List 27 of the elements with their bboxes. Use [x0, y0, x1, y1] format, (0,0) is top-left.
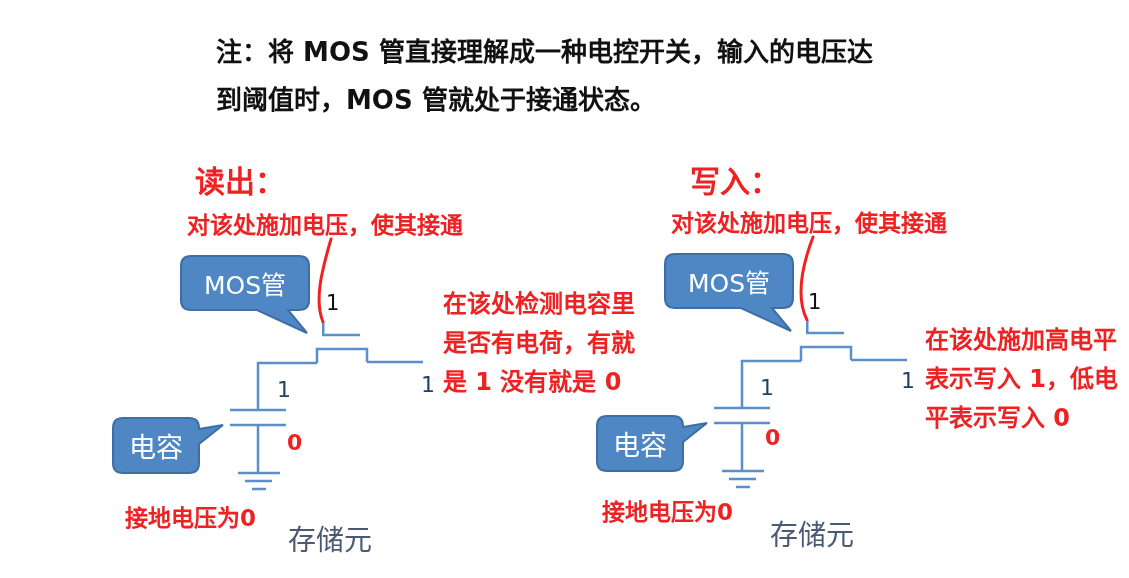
value-label: 0 [287, 430, 303, 456]
value-label: 1 [901, 368, 915, 394]
annotation-text: 在该处施加高电平表示写入 1，低电平表示写入 0 [925, 325, 1120, 434]
section-heading: 读出： [195, 164, 285, 200]
note-text: 注：将 MOS 管直接理解成一种电控开关，输入的电压达到阈值时，MOS 管就处于接通状态。 [216, 36, 874, 117]
leader-line [317, 237, 333, 324]
circuit-caption: 存储元 [288, 524, 372, 558]
value-label: 1 [277, 377, 291, 403]
value-label: 1 [421, 372, 435, 398]
callout-bubble: MOS管 [180, 255, 311, 335]
circuit-caption: 存储元 [770, 519, 854, 553]
annotation-text: 接地电压为0 [125, 504, 256, 532]
value-label: 1 [326, 290, 340, 316]
annotation-text: 对该处施加电压，使其接通 [671, 209, 947, 237]
value-label: 0 [765, 425, 781, 451]
value-label: 1 [760, 375, 774, 401]
annotation-text: 对该处施加电压，使其接通 [187, 211, 463, 239]
callout-bubble: 电容 [112, 417, 225, 475]
value-label: 1 [808, 289, 822, 315]
annotation-text: 在该处检测电容里是否有电荷，有就是 1 没有就是 0 [443, 289, 636, 398]
transistor-gate [806, 320, 845, 335]
callout-bubble: 电容 [596, 415, 709, 473]
transistor-gate [322, 322, 361, 337]
annotation-text: 接地电压为0 [602, 498, 733, 526]
section-heading: 写入： [690, 164, 780, 200]
callout-bubble: MOS管 [664, 253, 795, 333]
leader-line [799, 235, 815, 322]
